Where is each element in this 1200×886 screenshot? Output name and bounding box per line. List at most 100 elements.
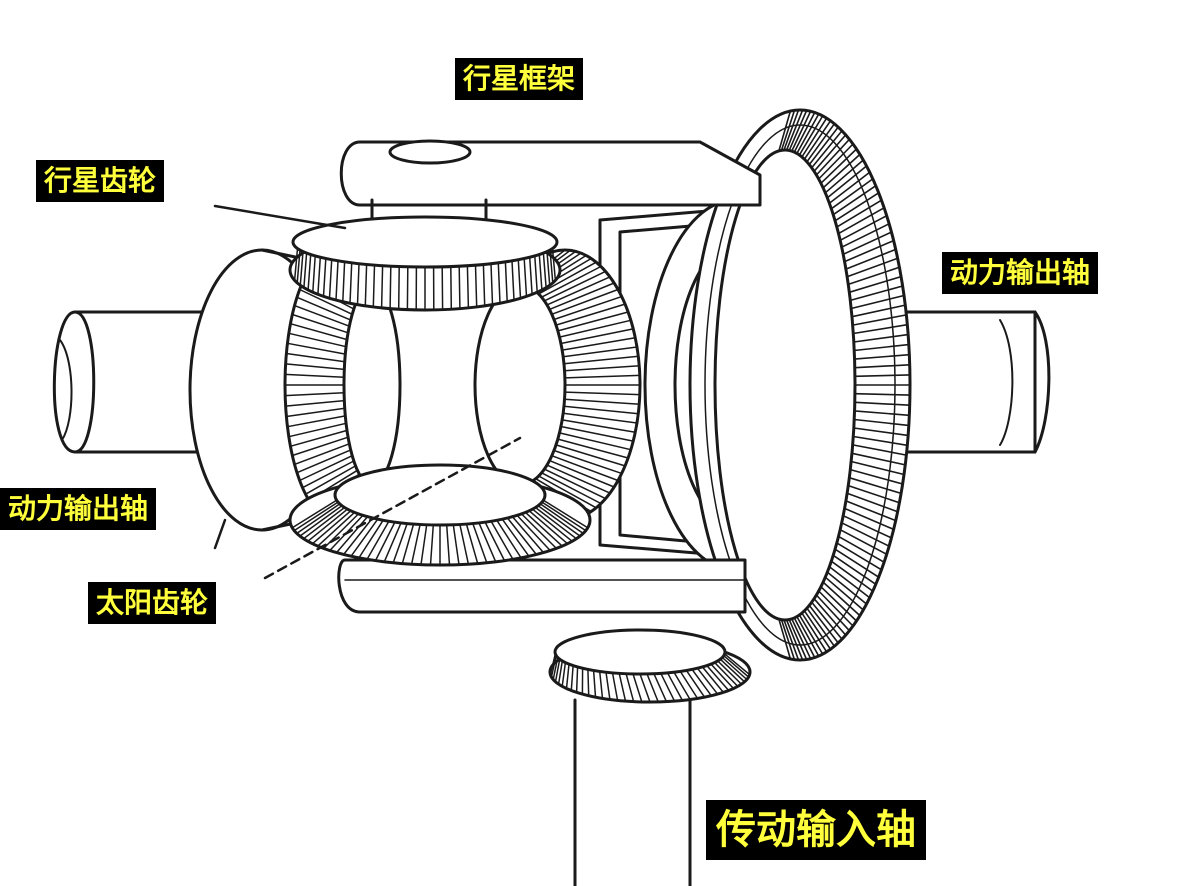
gear-tooth	[429, 524, 435, 566]
gear-tooth	[830, 560, 874, 592]
gear-tooth	[848, 476, 902, 495]
gear-tooth	[380, 264, 384, 309]
gear-tooth	[288, 332, 347, 348]
gear-tooth	[356, 262, 360, 306]
gear-tooth	[842, 514, 893, 539]
gear-tooth	[349, 262, 353, 305]
gear-tooth	[374, 521, 396, 562]
ring-gear	[688, 108, 912, 662]
gear-tooth	[335, 515, 369, 554]
gear-tooth	[851, 444, 908, 456]
gear-tooth	[291, 499, 338, 529]
gear-tooth	[458, 265, 461, 310]
gear-tooth	[299, 504, 343, 537]
gear-tooth	[561, 419, 637, 433]
gear-tooth	[780, 109, 796, 152]
gear-tooth	[540, 265, 602, 298]
gear-tooth	[482, 263, 486, 307]
gear-tooth	[474, 264, 478, 308]
gear-tooth	[511, 515, 545, 554]
gear-tooth	[555, 444, 626, 467]
gear-tooth	[328, 258, 333, 300]
gear-tooth	[531, 508, 573, 543]
gear-tooth	[820, 148, 858, 185]
gear-tooth	[839, 214, 888, 242]
gear-tooth	[840, 223, 890, 248]
gear-tooth	[666, 672, 684, 702]
gear-tooth	[719, 658, 746, 683]
planet-carrier-bottom-arm	[337, 558, 747, 614]
gear-tooth	[286, 342, 347, 355]
gear-tooth	[296, 449, 352, 474]
gear-tooth	[798, 614, 824, 655]
gear-tooth	[721, 656, 748, 681]
gear-tooth	[813, 597, 847, 636]
gear-tooth	[548, 282, 615, 311]
gear-tooth	[520, 513, 558, 550]
gear-tooth	[701, 666, 725, 694]
gear-tooth	[815, 594, 851, 632]
gear-tooth	[853, 410, 911, 417]
gear-tooth	[850, 294, 905, 310]
gear-tooth	[465, 523, 479, 565]
gear-tooth	[516, 514, 551, 552]
gear-tooth	[846, 492, 899, 513]
gear-tooth	[537, 504, 581, 537]
gear-tooth	[851, 314, 908, 326]
gear-tooth	[551, 454, 619, 482]
gear-tooth	[843, 507, 895, 531]
gear-tooth	[832, 554, 877, 586]
gear-tooth	[563, 365, 640, 372]
gear-tooth	[546, 250, 551, 287]
gear-tooth	[298, 288, 353, 316]
gear-tooth	[288, 422, 347, 438]
gear-tooth	[564, 374, 641, 379]
gear-tooth	[534, 506, 578, 540]
gear-tooth	[284, 363, 346, 371]
gear-tooth	[301, 460, 355, 489]
gear-tooth	[843, 239, 895, 263]
gear-tooth	[459, 523, 470, 565]
gear-tooth	[364, 263, 368, 307]
gear-tooth	[847, 266, 901, 286]
gear-tooth	[553, 295, 623, 321]
gear-tooth	[506, 517, 538, 556]
gear-tooth	[322, 257, 327, 298]
gear-tooth	[788, 109, 808, 152]
gear-tooth	[783, 109, 800, 151]
gear-tooth	[296, 503, 341, 535]
gear-tooth	[853, 401, 911, 407]
gear-tooth	[679, 670, 699, 700]
gear-tooth	[557, 660, 564, 685]
gear-tooth	[484, 521, 506, 562]
gear-tooth	[542, 252, 547, 289]
gear-tooth	[835, 542, 883, 571]
gear-tooth	[723, 654, 750, 678]
gear-tooth	[289, 429, 348, 448]
gear-tooth	[835, 199, 883, 228]
gear-tooth	[820, 585, 858, 622]
gear-tooth	[783, 619, 800, 661]
gear-tooth	[542, 499, 589, 529]
gear-tooth	[851, 304, 907, 318]
gear-tooth	[401, 523, 415, 565]
gear-tooth	[696, 667, 719, 695]
gear-tooth	[561, 661, 567, 688]
gear-tooth	[478, 522, 497, 563]
output-shaft-left-label: 动力输出轴	[0, 488, 157, 530]
gear-tooth	[570, 664, 574, 692]
gear-tooth	[563, 398, 640, 405]
gear-tooth	[557, 438, 629, 459]
gear-tooth	[543, 468, 607, 500]
gear-tooth	[392, 522, 408, 564]
gear-tooth	[546, 276, 611, 306]
gear-tooth	[541, 501, 587, 532]
gear-tooth	[849, 468, 904, 485]
gear-tooth	[639, 673, 651, 703]
gear-tooth	[793, 617, 816, 659]
gear-tooth	[322, 513, 360, 550]
gear-tooth	[646, 673, 659, 703]
gear-tooth	[854, 392, 911, 396]
gear-tooth	[592, 669, 597, 698]
